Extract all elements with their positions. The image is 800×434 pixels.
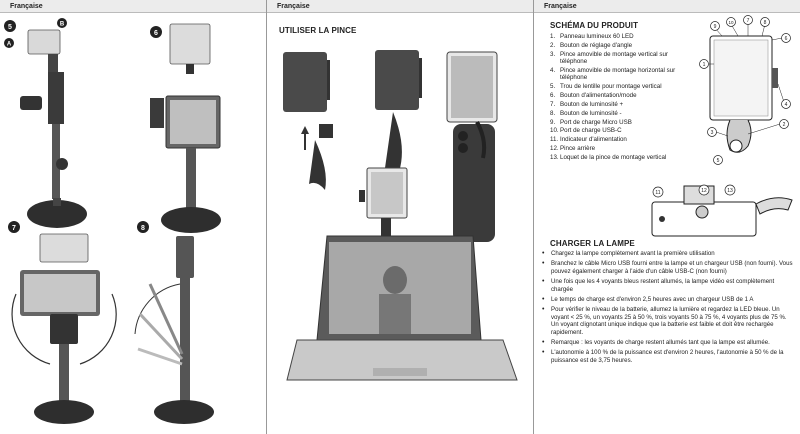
clip-on-phone bbox=[446, 51, 498, 242]
charging-item: •Pour vérifier le niveau de la batterie,… bbox=[542, 306, 787, 336]
svg-text:8: 8 bbox=[764, 20, 767, 26]
charging-item: •L'autonomie à 100 % de la puissance est… bbox=[542, 349, 784, 364]
schema-item: 4.Pince amovible de montage horizontal s… bbox=[550, 66, 676, 82]
callout-10: 10 bbox=[726, 17, 736, 27]
svg-text:7: 7 bbox=[747, 18, 750, 24]
step-8-badge: 8 bbox=[137, 221, 149, 233]
svg-text:1: 1 bbox=[703, 62, 706, 68]
charging-item: •Le temps de charge est d'environ 2,5 he… bbox=[542, 296, 754, 304]
schema-item: 7.Bouton de luminosité + bbox=[550, 100, 624, 108]
schema-item: 10.Port de charge USB-C bbox=[550, 127, 622, 135]
clip-on-laptop bbox=[286, 167, 518, 381]
middle-panel: Française UTILISER LA PINCE bbox=[267, 0, 534, 434]
marker-a: A bbox=[4, 38, 14, 48]
charging-title: CHARGER LA LAMPE bbox=[550, 239, 635, 248]
section-header-middle: Française bbox=[267, 0, 533, 13]
clip-step-2 bbox=[375, 50, 422, 172]
section-header-right: Française bbox=[534, 0, 800, 13]
callout-5: 5 bbox=[713, 155, 723, 165]
schema-item: 5.Trou de lentille pour montage vertical bbox=[550, 82, 662, 90]
svg-text:4: 4 bbox=[785, 102, 788, 108]
step-7-badge: 7 bbox=[8, 221, 20, 233]
right-panel: Française SCHÉMA DU PRODUIT 1.Panneau lu… bbox=[534, 0, 800, 434]
schema-item: 12.Pince arrière bbox=[550, 145, 596, 153]
charging-item: •Une fois que les 4 voyants bleus resten… bbox=[542, 278, 775, 293]
callout-11: 11 bbox=[652, 186, 664, 198]
callout-4: 4 bbox=[781, 99, 791, 109]
step-8-figure bbox=[134, 236, 214, 424]
schema-item: 9.Port de charge Micro USB bbox=[550, 118, 632, 126]
stand-illustrations: 5 B A 6 bbox=[4, 18, 221, 424]
product-diagram: 9 10 7 8 6 1 4 3 2 5 11 12 13 bbox=[651, 15, 793, 237]
svg-text:11: 11 bbox=[655, 190, 660, 196]
svg-text:13: 13 bbox=[727, 188, 733, 194]
callout-2: 2 bbox=[779, 119, 789, 129]
step-6-figure bbox=[150, 23, 221, 233]
svg-text:2: 2 bbox=[783, 122, 786, 128]
callout-12: 12 bbox=[698, 184, 710, 196]
back-view bbox=[651, 185, 793, 237]
step-7-figure bbox=[11, 233, 117, 424]
marker-b: B bbox=[57, 18, 67, 28]
svg-text:7: 7 bbox=[12, 225, 16, 232]
schema-item: 6.Bouton d'alimentation/mode bbox=[550, 91, 637, 99]
callout-13: 13 bbox=[724, 184, 736, 196]
svg-text:9: 9 bbox=[714, 24, 717, 30]
clip-step-1 bbox=[283, 52, 333, 190]
callout-6: 6 bbox=[781, 33, 791, 43]
charging-list: •Chargez la lampe complètement avant la … bbox=[542, 250, 796, 367]
callout-1: 1 bbox=[699, 59, 709, 69]
charging-item: •Chargez la lampe complètement avant la … bbox=[542, 250, 715, 257]
step-6-badge: 6 bbox=[150, 26, 162, 38]
schema-item: 13.Loquet de la pince de montage vertica… bbox=[550, 154, 667, 162]
section-header-left: Française bbox=[0, 0, 266, 13]
svg-text:5: 5 bbox=[8, 24, 12, 31]
schema-item: 2.Bouton de réglage d'angle bbox=[550, 41, 633, 49]
step-5-figure bbox=[20, 29, 87, 228]
left-panel: Française 5 B A bbox=[0, 0, 267, 434]
callout-3: 3 bbox=[707, 127, 717, 137]
svg-text:10: 10 bbox=[728, 20, 734, 25]
step-5-badge: 5 bbox=[4, 20, 16, 32]
svg-text:8: 8 bbox=[141, 225, 145, 232]
charging-item: •Branchez le câble Micro USB fourni entr… bbox=[542, 260, 793, 275]
svg-text:6: 6 bbox=[785, 36, 788, 42]
schema-list: 1.Panneau lumineux 60 LED 2.Bouton de ré… bbox=[550, 33, 682, 163]
schema-item: 11.Indicateur d'alimentation bbox=[550, 136, 627, 144]
schema-title: SCHÉMA DU PRODUIT bbox=[550, 21, 639, 30]
schema-item: 1.Panneau lumineux 60 LED bbox=[550, 33, 634, 40]
clip-section-title: UTILISER LA PINCE bbox=[279, 26, 357, 35]
svg-text:5: 5 bbox=[717, 158, 720, 164]
schema-item: 3.Pince amovible de montage vertical sur… bbox=[550, 50, 668, 65]
svg-text:12: 12 bbox=[701, 188, 707, 194]
clip-illustrations bbox=[283, 50, 518, 381]
schema-item: 8.Bouton de luminosité - bbox=[550, 109, 622, 117]
svg-text:A: A bbox=[7, 42, 12, 48]
callout-9: 9 bbox=[710, 21, 720, 31]
callout-8: 8 bbox=[760, 17, 770, 27]
callout-7: 7 bbox=[743, 15, 753, 25]
svg-text:6: 6 bbox=[154, 30, 158, 37]
svg-text:3: 3 bbox=[711, 130, 714, 136]
charging-item: •Remarque : les voyants de charge resten… bbox=[542, 339, 770, 347]
front-view bbox=[709, 35, 778, 153]
svg-text:B: B bbox=[60, 22, 65, 28]
